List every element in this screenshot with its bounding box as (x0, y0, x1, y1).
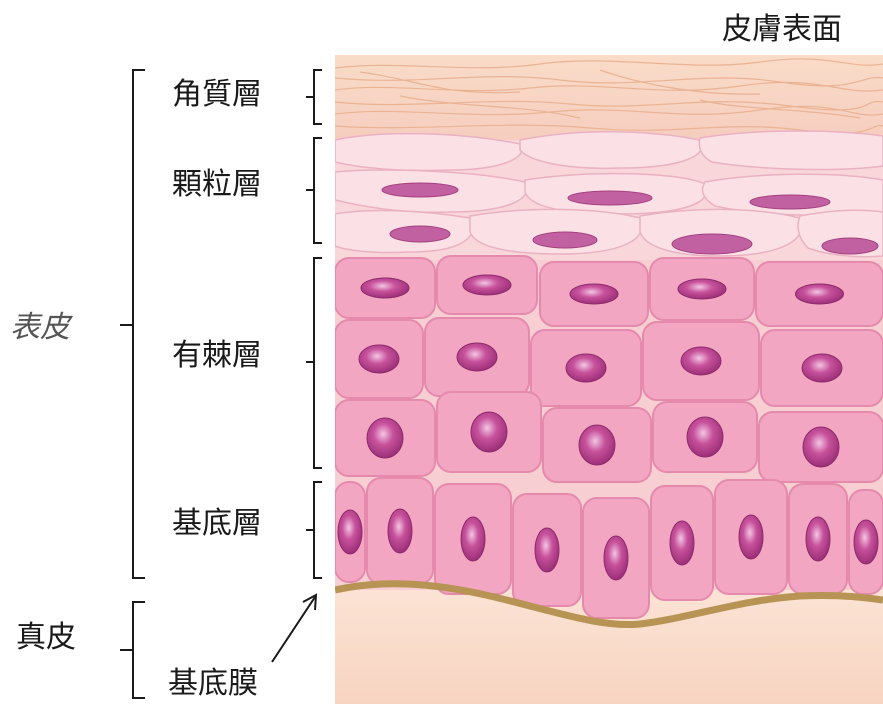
cell-nucleus (739, 515, 763, 559)
cell-nucleus (670, 521, 694, 565)
cell-nucleus (579, 425, 615, 465)
stratum-basale-label: 基底層 (172, 506, 262, 542)
keratinocyte-cells (335, 256, 883, 618)
cell-nucleus (796, 284, 844, 304)
dermis-bracket (120, 602, 145, 698)
cell-nucleus (681, 347, 721, 375)
cell-nucleus (803, 427, 839, 467)
skin-surface-label: 皮膚表面 (722, 12, 842, 48)
cell-nucleus (388, 509, 412, 553)
cell-nucleus (854, 520, 878, 564)
cell-nucleus (471, 412, 507, 452)
brackets (120, 70, 322, 698)
cell-nucleus (687, 417, 723, 457)
cell-nucleus (457, 343, 497, 371)
cell-nucleus (604, 536, 628, 580)
stratum-granulosum-label: 顆粒層 (172, 167, 262, 203)
cell-nucleus (463, 275, 511, 295)
cell-nucleus (461, 517, 485, 561)
cell-nucleus (570, 284, 618, 304)
granulosum-bracket (306, 138, 322, 243)
dermis-label: 真皮 (16, 620, 76, 656)
cell-nucleus (806, 517, 830, 561)
stratum-spinosum-label: 有棘層 (172, 338, 262, 374)
epidermis-label: 表皮 (10, 310, 70, 346)
cell-nucleus (802, 354, 842, 382)
cell-nucleus (367, 418, 403, 458)
spinosum-bracket (306, 258, 322, 468)
cell-nucleus (359, 345, 399, 373)
cell-nucleus (566, 354, 606, 382)
basement-arrow-line (272, 597, 315, 662)
basale-bracket (306, 482, 322, 578)
epidermis-bracket (120, 70, 145, 578)
basement-membrane-label: 基底膜 (168, 666, 258, 702)
cell-nucleus (361, 278, 409, 298)
stratum-corneum-label: 角質層 (172, 77, 262, 113)
cell-nucleus (678, 279, 726, 299)
cell-nucleus (338, 510, 362, 554)
cell-nucleus (535, 528, 559, 572)
corneum-bracket (306, 70, 322, 124)
